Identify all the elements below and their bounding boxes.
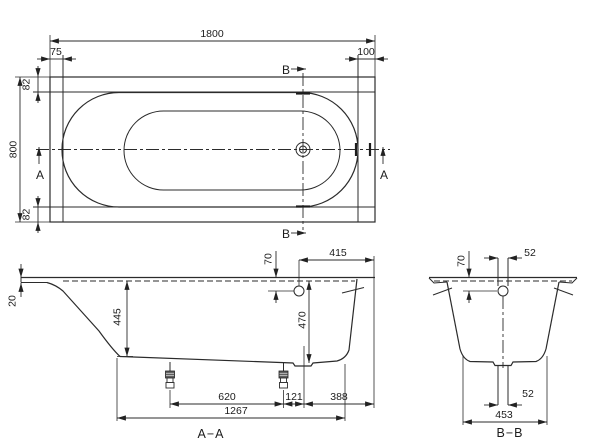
dim-445: 445 [112, 281, 133, 357]
dim-620-121-388: 620 121 388 [169, 346, 374, 408]
section-plane-ticks [296, 92, 372, 208]
dim-415-label: 415 [329, 247, 347, 259]
dim-52-top-label: 52 [524, 247, 536, 259]
dim-121-label: 121 [285, 391, 303, 403]
section-aa-view: 20 445 70 415 470 [7, 247, 375, 441]
section-aa-title: A−A [198, 427, 225, 441]
overflow-hole-icon [293, 285, 305, 297]
section-b-marker-bottom: B [282, 227, 306, 241]
dim-470-label: 470 [297, 311, 309, 329]
tub-profile-aa [20, 276, 375, 367]
plan-view: A A B B 1800 75 [8, 28, 390, 241]
dim-800: 800 [8, 77, 23, 222]
wall-tangency-tick-left [432, 287, 453, 296]
section-b-marker-top: B [282, 63, 306, 77]
dim-470: 470 [297, 281, 312, 363]
dim-52-bottom-label: 52 [522, 388, 534, 400]
dim-453: 453 [462, 356, 548, 425]
dim-20-label: 20 [7, 295, 19, 307]
tub-profile-bb [428, 258, 578, 405]
dim-1800: 1800 [50, 28, 375, 44]
dim-82-bottom-label: 82 [21, 209, 33, 221]
section-b-top-label: B [282, 63, 290, 77]
section-a-left-label: A [36, 168, 44, 182]
foot-left-icon [165, 362, 175, 389]
dim-82-top-label: 82 [21, 79, 33, 91]
dim-70-bb: 70 [456, 251, 497, 303]
section-b-bottom-label: B [282, 227, 290, 241]
dim-415: 415 [298, 247, 375, 408]
dim-800-label: 800 [8, 141, 20, 159]
dim-620-label: 620 [218, 391, 236, 403]
section-a-right-label: A [380, 168, 388, 182]
dim-1267-label: 1267 [224, 405, 248, 417]
dim-1800-label: 1800 [200, 28, 224, 40]
dim-453-label: 453 [495, 409, 513, 421]
overflow-hole-icon-bb [497, 285, 509, 297]
section-bb-view: 52 70 52 453 B−B [428, 247, 578, 440]
rim-lines-plan [15, 35, 376, 223]
dim-388-label: 388 [330, 391, 348, 403]
foot-right-icon [278, 363, 289, 389]
basin-bottom-oval [123, 110, 341, 191]
section-bb-title: B−B [497, 426, 524, 440]
dim-100-label: 100 [357, 46, 375, 58]
dim-52-bottom: 52 [484, 388, 534, 408]
dim-70-aa: 70 [263, 251, 294, 303]
dim-82-top: 82 [21, 66, 41, 103]
dim-1267: 1267 [116, 358, 346, 421]
dim-52-top: 52 [484, 247, 536, 261]
section-a-marker-right: A [380, 147, 388, 182]
dim-75: 75 [37, 46, 76, 62]
section-a-marker-left: A [36, 147, 44, 182]
dim-445-label: 445 [112, 308, 124, 326]
wall-tangency-tick [341, 287, 365, 294]
dim-75-label: 75 [50, 46, 62, 58]
dim-20: 20 [7, 264, 24, 307]
dim-70-aa-label: 70 [263, 253, 275, 265]
wall-tangency-tick-right [553, 287, 574, 296]
dim-82-bottom: 82 [21, 196, 41, 233]
dim-70-bb-label: 70 [456, 255, 468, 267]
dim-100: 100 [345, 46, 388, 62]
